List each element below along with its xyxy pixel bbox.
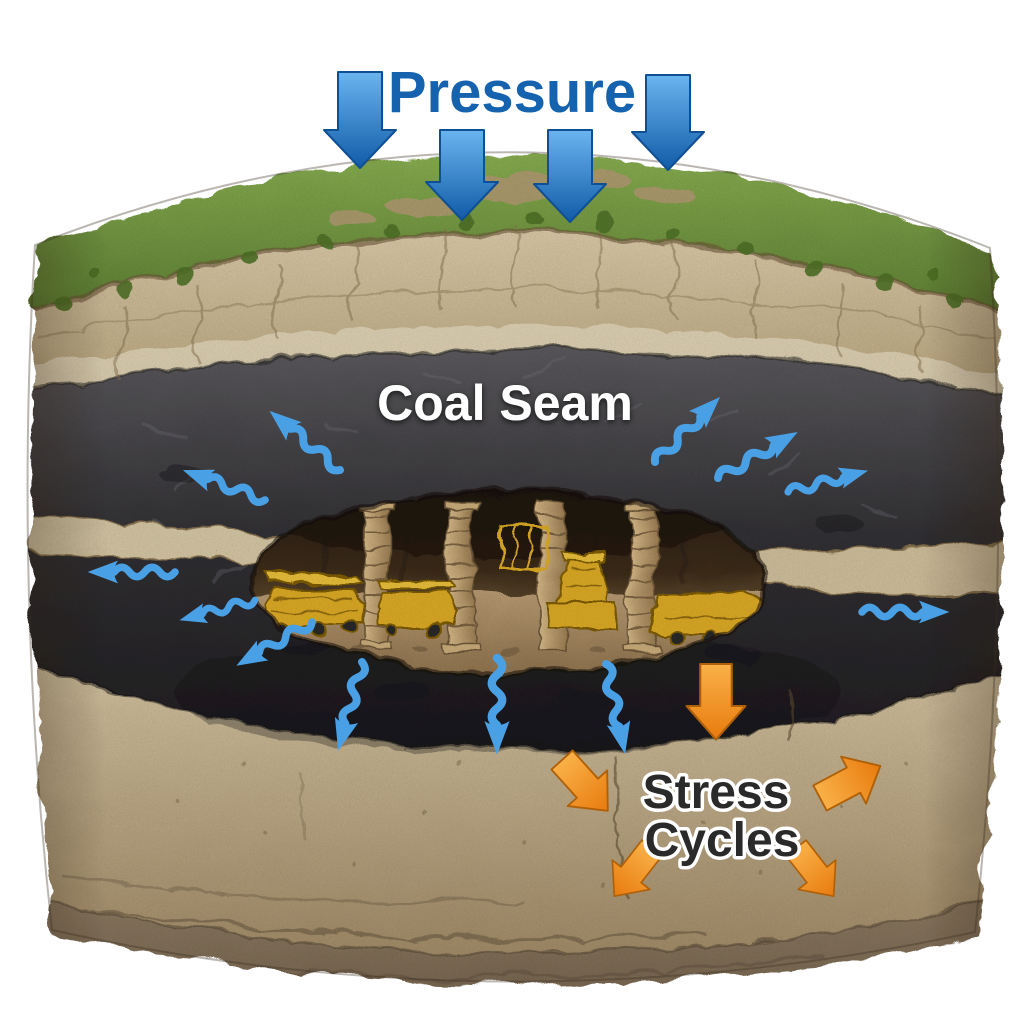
block-outline — [26, 151, 1000, 983]
stress-cycles-group: Stress Cycles — [541, 662, 894, 912]
pressure-arrow-2 — [425, 129, 499, 221]
stress-cycles-label-line2: Cycles — [645, 814, 800, 867]
coal-seam-label: Coal Seam — [377, 375, 633, 431]
stress-cycles-label-line1: Stress — [643, 766, 790, 819]
pressure-arrow-4 — [631, 74, 705, 171]
pressure-arrow-3 — [533, 129, 607, 223]
pressure-arrow-1 — [323, 71, 397, 169]
pressure-group: Pressure — [323, 56, 705, 223]
pressure-label: Pressure — [388, 60, 636, 125]
